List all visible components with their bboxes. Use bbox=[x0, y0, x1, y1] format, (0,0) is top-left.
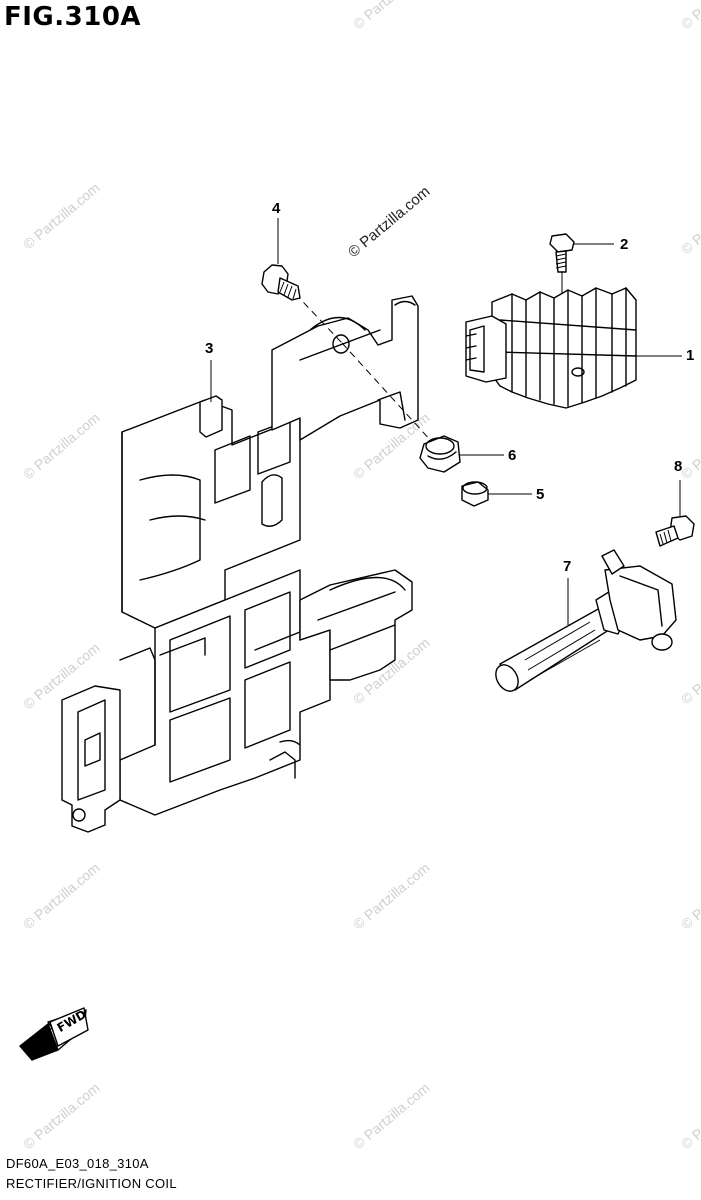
figure-name: RECTIFIER/IGNITION COIL bbox=[6, 1176, 177, 1191]
callout-6[interactable]: 6 bbox=[508, 447, 517, 464]
ignition-coil-part[interactable] bbox=[491, 549, 677, 695]
callout-2[interactable]: 2 bbox=[620, 236, 629, 253]
bolt-part-2[interactable] bbox=[549, 233, 575, 273]
collar-part[interactable] bbox=[461, 481, 489, 507]
fwd-arrow-icon bbox=[19, 1007, 89, 1061]
figure-code: DF60A_E03_018_310A bbox=[6, 1156, 149, 1171]
callout-5[interactable]: 5 bbox=[536, 486, 545, 503]
callout-7[interactable]: 7 bbox=[563, 558, 572, 575]
grommet-part[interactable] bbox=[419, 435, 461, 473]
callout-3[interactable]: 3 bbox=[205, 340, 214, 357]
bolt-part-4[interactable] bbox=[261, 264, 301, 301]
bolt-part-8[interactable] bbox=[655, 515, 695, 547]
rectifier-part[interactable] bbox=[465, 287, 637, 409]
callout-4[interactable]: 4 bbox=[272, 200, 281, 217]
figure-title: FIG.310A bbox=[4, 2, 142, 32]
callout-8[interactable]: 8 bbox=[674, 458, 683, 475]
bracket-part[interactable] bbox=[61, 295, 419, 833]
callout-1[interactable]: 1 bbox=[686, 347, 695, 364]
